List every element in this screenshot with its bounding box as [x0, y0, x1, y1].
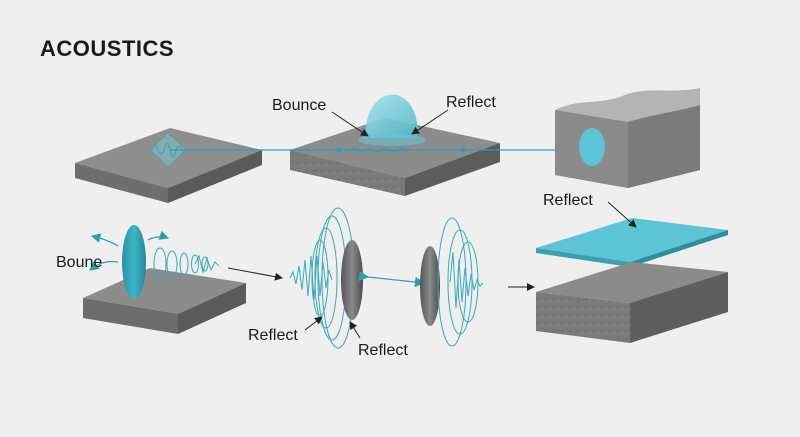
ring-waves-right	[438, 218, 483, 346]
label-reflect-bottom-mid: Reflect	[358, 342, 408, 359]
arrow-bottom-1	[228, 268, 282, 278]
label-boune-left: Boune	[56, 254, 102, 271]
dark-disk-right-icon	[420, 246, 440, 326]
label-reflect-bottom-left: Reflect	[248, 327, 298, 344]
label-bounce-top: Bounce	[272, 97, 326, 114]
leader-reflect-bottom-mid	[350, 322, 360, 338]
impact-spot-icon	[579, 128, 605, 166]
blue-double-arrow	[368, 277, 424, 283]
teal-disk-icon	[122, 225, 146, 299]
label-reflect-right: Reflect	[543, 192, 593, 209]
label-reflect-top: Reflect	[446, 94, 496, 111]
dark-disk-left-icon	[341, 240, 363, 320]
leader-reflect-bottom-left	[305, 317, 322, 330]
dome-wave-icon	[365, 95, 418, 139]
dome-base-icon	[358, 134, 426, 146]
block-top-right	[555, 88, 700, 188]
page-title: ACOUSTICS	[40, 36, 174, 61]
slab-bottom-left	[83, 268, 246, 334]
block-bottom-right	[536, 262, 728, 343]
teal-panel	[536, 218, 728, 267]
